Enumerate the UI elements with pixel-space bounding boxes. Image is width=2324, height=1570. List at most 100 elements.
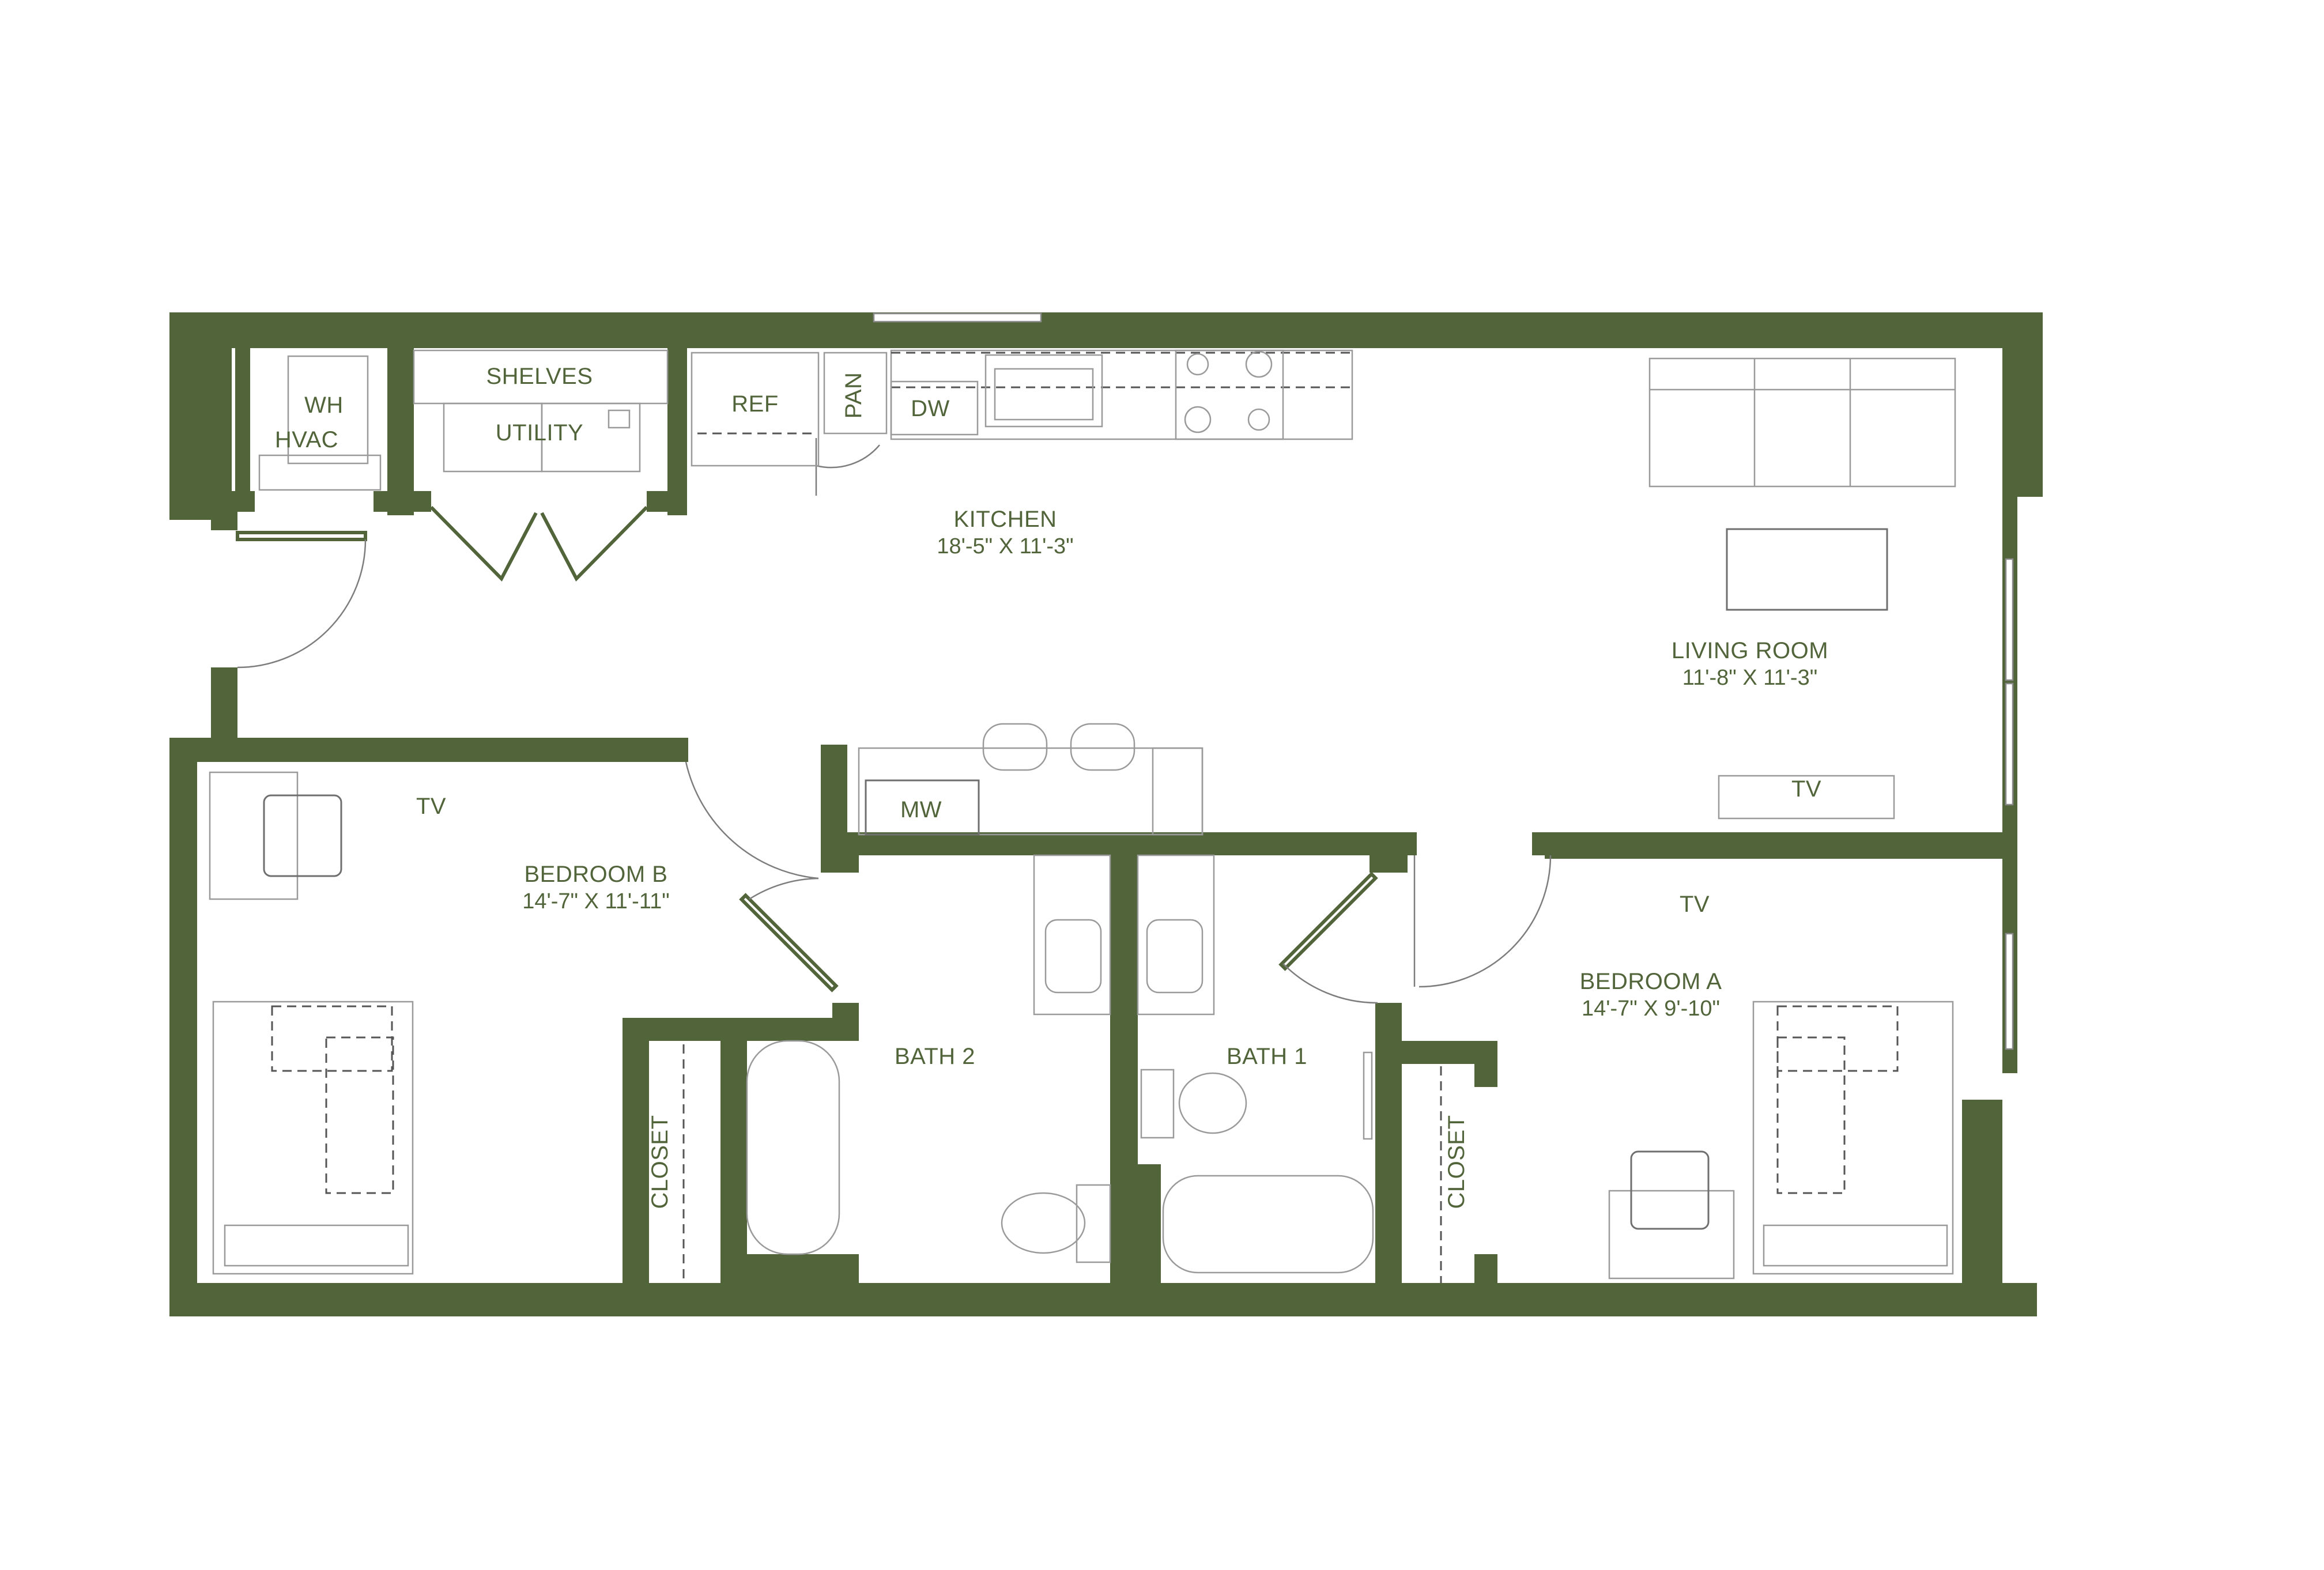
label-bath-2: BATH 2 bbox=[895, 1044, 975, 1069]
sofa bbox=[1648, 357, 1956, 488]
wall-right-top bbox=[2002, 312, 2043, 497]
bath-2-toilet bbox=[1001, 1192, 1086, 1254]
wall-bath1-right-post bbox=[1369, 832, 1408, 873]
cooktop-burner-4 bbox=[1247, 408, 1270, 431]
wall-util-right bbox=[667, 348, 687, 515]
bath-1-door bbox=[1278, 871, 1378, 971]
coffee-table bbox=[1726, 528, 1888, 611]
wall-wh-util bbox=[387, 348, 414, 515]
window-bedroom-a-1 bbox=[2005, 933, 2014, 1050]
labels: WH HVAC SHELVES UTILITY REF PAN DW MW KI… bbox=[275, 364, 1828, 1209]
wall-bath2-left-upper bbox=[821, 832, 859, 873]
chair-bedroom-b bbox=[263, 794, 342, 877]
label-kitchen-dims: 18'-5" X 11'-3" bbox=[937, 534, 1073, 558]
utility-box bbox=[608, 409, 631, 429]
label-closet-a: CLOSET bbox=[1444, 1115, 1469, 1209]
water-heater bbox=[287, 355, 369, 465]
kitchen-sink-basin bbox=[994, 368, 1094, 421]
wall-util-stub bbox=[647, 491, 687, 512]
chair-bedroom-a bbox=[1630, 1150, 1710, 1230]
bed-bedroom-a-foot bbox=[1763, 1224, 1948, 1267]
label-pan: PAN bbox=[841, 372, 866, 419]
label-tv-living: TV bbox=[1791, 776, 1821, 802]
bed-bedroom-a bbox=[1752, 1001, 1954, 1275]
window-top bbox=[873, 312, 1042, 323]
bed-bedroom-a-pillow bbox=[1776, 1005, 1899, 1072]
refrigerator bbox=[691, 352, 820, 467]
bath-2-sink bbox=[1044, 919, 1102, 994]
wall-closet-b-right bbox=[720, 1035, 747, 1295]
utility-door-right bbox=[540, 505, 648, 582]
wall-bottom bbox=[169, 1283, 2037, 1316]
label-tv-bedroom-b: TV bbox=[416, 794, 446, 819]
hvac-unit bbox=[258, 454, 382, 491]
entry-door bbox=[236, 531, 367, 541]
windows bbox=[873, 312, 2014, 1050]
dishwasher bbox=[890, 380, 979, 436]
label-ref: REF bbox=[731, 391, 779, 417]
bath-2-tub bbox=[746, 1040, 840, 1255]
walls bbox=[169, 312, 2043, 1316]
wall-closet-a-right bbox=[1474, 1041, 1497, 1087]
bed-bedroom-b bbox=[212, 1001, 414, 1275]
label-utility: UTILITY bbox=[496, 420, 583, 446]
stool-2 bbox=[1070, 723, 1135, 771]
wall-bath1-tub-left bbox=[1138, 1164, 1161, 1295]
label-bedroom-a: BEDROOM A bbox=[1580, 969, 1722, 994]
bath-1-toilet-tank bbox=[1140, 1069, 1175, 1139]
bath-1-tub bbox=[1162, 1175, 1374, 1274]
wall-tub2-bottom bbox=[720, 1254, 859, 1289]
bath-2-toilet-tank bbox=[1076, 1184, 1111, 1263]
bath-1-towel-bar bbox=[1363, 1051, 1373, 1140]
label-living-room: LIVING ROOM bbox=[1672, 638, 1828, 663]
label-living-room-dims: 11'-8" X 11'-3" bbox=[1682, 666, 1817, 690]
label-kitchen: KITCHEN bbox=[953, 507, 1057, 532]
wall-top bbox=[169, 312, 2043, 348]
label-bath-1: BATH 1 bbox=[1227, 1044, 1307, 1069]
fixtures bbox=[209, 349, 1956, 1280]
window-living-2 bbox=[2005, 682, 2014, 806]
window-living-1 bbox=[2005, 558, 2014, 681]
bath-1-toilet bbox=[1178, 1072, 1247, 1134]
desk-bedroom-b bbox=[209, 771, 299, 900]
tv-console-living bbox=[1718, 775, 1895, 820]
label-hvac: HVAC bbox=[275, 427, 338, 452]
wall-closet-left bbox=[195, 348, 232, 498]
label-dw: DW bbox=[911, 396, 950, 421]
wall-bath2-door-post bbox=[832, 1003, 859, 1041]
wall-closet-b-left bbox=[622, 1018, 649, 1295]
label-closet-b: CLOSET bbox=[647, 1115, 673, 1209]
range bbox=[1175, 349, 1284, 440]
doors bbox=[236, 438, 1552, 1283]
bed-bedroom-b-pillow bbox=[271, 1005, 393, 1072]
wall-bedroom-b-top bbox=[169, 738, 688, 762]
wall-hvac-stub bbox=[373, 491, 431, 512]
label-tv-bedroom-a: TV bbox=[1680, 892, 1710, 917]
dryer bbox=[541, 402, 641, 473]
bath-1-sink bbox=[1146, 919, 1204, 994]
pantry bbox=[823, 352, 888, 435]
bed-bedroom-b-foot bbox=[224, 1224, 409, 1267]
cooktop-burner-2 bbox=[1245, 350, 1273, 378]
wall-bedroom-a-top bbox=[1545, 832, 2002, 859]
bedroom-b-door bbox=[739, 893, 839, 992]
label-bedroom-b-dims: 14'-7" X 11'-11" bbox=[522, 889, 670, 914]
wall-left-upper bbox=[169, 312, 197, 519]
wall-bedroom-a-door-post bbox=[1532, 832, 1557, 855]
label-shelves: SHELVES bbox=[486, 364, 593, 389]
desk-bedroom-a bbox=[1608, 1190, 1735, 1280]
wall-closet-a-left bbox=[1375, 1041, 1402, 1295]
label-mw: MW bbox=[900, 797, 942, 822]
island-cabinet bbox=[1152, 747, 1204, 836]
microwave bbox=[865, 779, 980, 836]
wall-bath-divider bbox=[1110, 832, 1138, 1293]
cooktop-burner-3 bbox=[1184, 406, 1212, 433]
label-bedroom-b: BEDROOM B bbox=[525, 862, 668, 887]
bath-2-vanity bbox=[1033, 854, 1111, 1016]
stool-1 bbox=[982, 723, 1048, 771]
entry-jamb-bottom bbox=[211, 667, 237, 742]
wall-wh-right bbox=[235, 348, 250, 498]
utility-door-left bbox=[429, 505, 538, 582]
wall-closets-bottom bbox=[195, 491, 255, 512]
